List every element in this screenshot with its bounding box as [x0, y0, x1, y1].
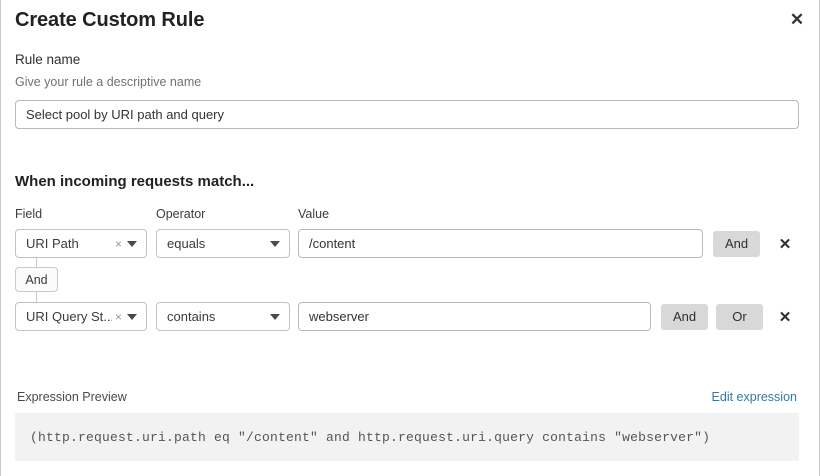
chevron-down-icon-operator-row-2 — [270, 313, 280, 320]
chevron-down-icon-row-2 — [127, 313, 137, 320]
operator-select-row-2[interactable]: contains — [156, 302, 290, 331]
field-select-row-2[interactable]: URI Query St... × — [15, 302, 147, 331]
field-select-row-1[interactable]: URI Path × — [15, 229, 147, 258]
connector-line-top — [36, 258, 37, 268]
and-button-row-1[interactable]: And — [713, 231, 760, 257]
expression-preview-text: (http.request.uri.path eq "/content" and… — [30, 429, 711, 445]
delete-row-icon-row-1[interactable]: ✕ — [775, 234, 795, 254]
close-icon[interactable]: ✕ — [784, 6, 810, 32]
clear-icon-row-2[interactable]: × — [114, 309, 122, 324]
delete-row-icon-row-2[interactable]: ✕ — [775, 307, 795, 327]
rule-name-input[interactable] — [15, 100, 799, 129]
chevron-down-icon-row-1 — [127, 240, 137, 247]
column-header-field: Field — [15, 207, 43, 221]
rule-name-label: Rule name — [15, 52, 81, 67]
operator-select-row-1[interactable]: equals — [156, 229, 290, 258]
connector-and-chip[interactable]: And — [15, 267, 58, 292]
rule-name-help-text: Give your rule a descriptive name — [15, 75, 202, 89]
field-select-value-row-1: URI Path — [26, 236, 79, 251]
conditions-heading: When incoming requests match... — [15, 173, 255, 190]
value-input-row-1[interactable] — [298, 229, 703, 258]
value-input-row-2[interactable] — [298, 302, 651, 331]
or-button-row-2[interactable]: Or — [716, 304, 763, 330]
dialog-title: Create Custom Rule — [15, 9, 205, 31]
column-header-operator: Operator — [156, 207, 206, 221]
expression-preview-box: (http.request.uri.path eq "/content" and… — [15, 413, 799, 461]
connector-line-bottom — [36, 292, 37, 302]
and-button-row-2[interactable]: And — [661, 304, 708, 330]
column-header-value: Value — [298, 207, 330, 221]
edit-expression-link[interactable]: Edit expression — [711, 390, 797, 404]
chevron-down-icon-operator-row-1 — [270, 240, 280, 247]
expression-preview-label: Expression Preview — [17, 390, 127, 404]
operator-select-value-row-1: equals — [167, 236, 206, 251]
operator-select-value-row-2: contains — [167, 309, 216, 324]
field-select-value-row-2: URI Query St... — [26, 309, 112, 324]
clear-icon-row-1[interactable]: × — [114, 236, 122, 251]
